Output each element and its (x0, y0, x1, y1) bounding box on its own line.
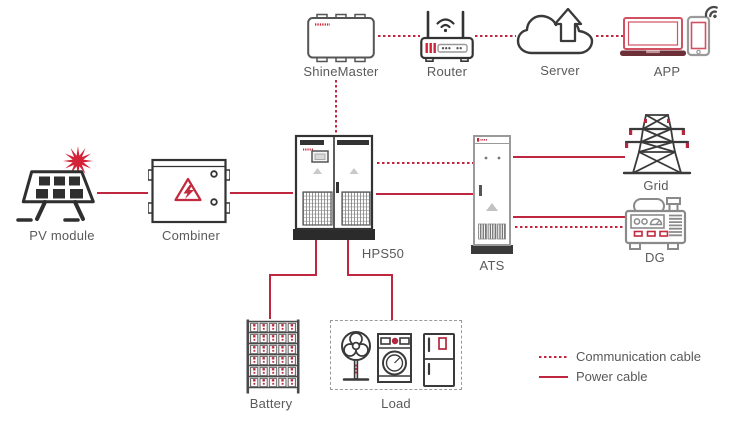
combiner-label: Combiner (162, 228, 220, 243)
power-cable-to-load (391, 274, 393, 320)
power-cable-hps50-down-left (315, 239, 317, 276)
battery-rack-icon (246, 319, 300, 394)
generator-icon (624, 197, 687, 250)
grid-label: Grid (643, 178, 669, 193)
upload-arrow-icon (553, 8, 583, 43)
load-appliances-icon (341, 331, 455, 387)
brand-logo (477, 138, 480, 142)
server-cloud-icon (516, 8, 594, 55)
fan-icon (341, 331, 371, 381)
insulators (625, 119, 689, 148)
load-box (330, 320, 462, 390)
router-label: Router (426, 64, 468, 79)
sun-flash-icon (63, 146, 93, 176)
gauge-icon (649, 218, 663, 226)
battery-label: Battery (249, 396, 293, 411)
comm-cable-server-app (596, 35, 623, 37)
fridge-icon (423, 333, 455, 387)
dg-label: DG (645, 250, 665, 265)
legend-power-label: Power cable (576, 369, 648, 384)
door-handle (479, 185, 482, 196)
comm-cable-hps50-ats (377, 162, 473, 164)
comm-cable-shinemaster-hps50 (335, 80, 337, 133)
inverter-cabinet-icon (293, 134, 375, 240)
shinemaster-label: ShineMaster (303, 64, 379, 79)
comm-cable-router-server (475, 35, 516, 37)
vent-grille (341, 191, 371, 226)
legend-communication-label: Communication cable (576, 349, 702, 364)
vent-grille (302, 191, 333, 226)
vent-lines (669, 214, 682, 237)
vent-grille (478, 223, 487, 240)
power-cable-load-horizontal (347, 274, 393, 276)
comm-cable-shinemaster-router (378, 35, 420, 37)
pv-module-label: PV module (29, 228, 95, 243)
washing-machine-icon (377, 333, 412, 383)
lightning-bolt-icon (183, 185, 194, 199)
load-label: Load (381, 396, 411, 411)
shinemaster-icon (307, 13, 375, 63)
router-antennas (426, 10, 465, 40)
door-handle (336, 182, 339, 193)
power-cable-battery-horizontal (269, 274, 317, 276)
router-icon (420, 10, 474, 62)
cloud-shape (516, 14, 594, 55)
server-label: Server (540, 63, 580, 78)
solar-cells (36, 176, 83, 199)
comm-cable-ats-dg (515, 226, 623, 228)
legend-communication-sample (539, 356, 568, 358)
legend-power-sample (539, 376, 568, 378)
wifi-arc-icon (436, 18, 455, 25)
power-cable-hps50-ats (376, 193, 474, 195)
wifi-icon (704, 5, 718, 19)
cabinet-base (293, 229, 375, 240)
power-cable-combiner-hps50 (230, 192, 293, 194)
laptop-icon (620, 17, 686, 56)
app-devices-icon (620, 5, 718, 57)
power-cable-ats-dg (513, 216, 626, 218)
power-cable-hps50-down-right (347, 239, 349, 276)
power-cable-pv-combiner (97, 192, 148, 194)
ats-cabinet-icon (471, 135, 513, 254)
cabinet-base (471, 245, 513, 254)
app-label: APP (653, 64, 681, 79)
power-cable-to-battery (269, 274, 271, 319)
grid-tower-icon (622, 114, 692, 175)
inverter-label: HPS50 (361, 246, 405, 261)
combiner-icon (148, 158, 230, 224)
pv-module-icon (16, 146, 95, 222)
ats-label: ATS (479, 258, 505, 273)
phone-icon (686, 15, 711, 57)
power-cable-ats-grid (513, 156, 625, 158)
